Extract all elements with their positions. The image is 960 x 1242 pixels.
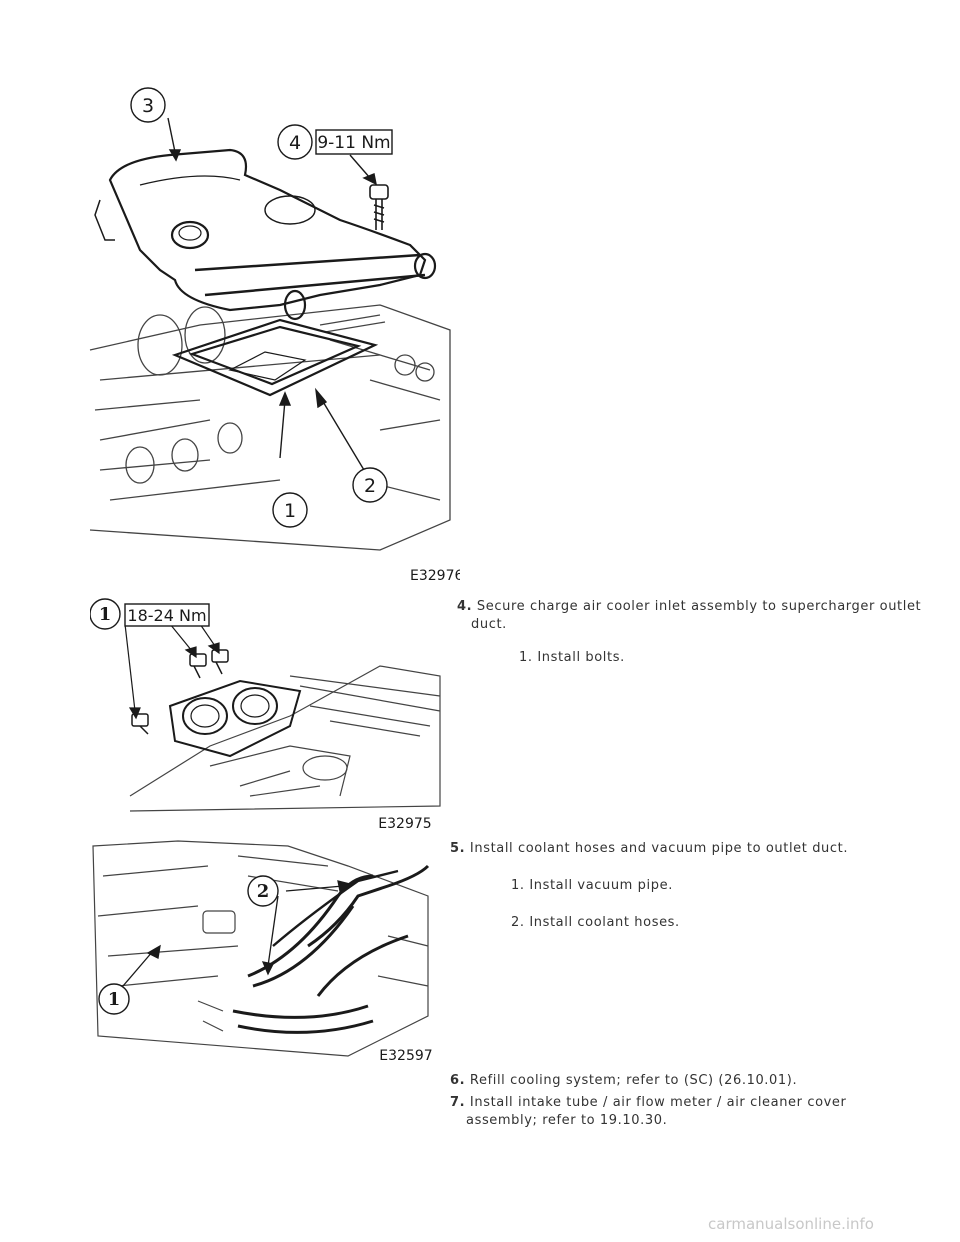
substep: 2. Install coolant hoses. <box>511 915 680 930</box>
step-6: 6. Refill cooling system; refer to (SC) … <box>450 1072 797 1090</box>
substep: 1. Install bolts. <box>519 650 625 665</box>
torque-box <box>315 129 393 155</box>
figure-code: E32975 <box>378 816 431 831</box>
callout-circle <box>98 983 130 1015</box>
step-text: Install coolant hoses and vacuum pipe to… <box>469 841 849 856</box>
step-text: Secure charge air cooler inlet assembly … <box>476 599 922 614</box>
step-text-continued: duct. <box>471 617 507 632</box>
outlet-duct-drawing <box>168 679 302 758</box>
figure-e32597: 1 2 E32597 <box>88 836 438 1066</box>
step-7: 7. Install intake tube / air flow meter … <box>450 1094 846 1130</box>
coolant-hoses-drawing <box>232 864 430 1034</box>
torque-box <box>124 603 210 627</box>
callout-circle <box>130 87 166 123</box>
callout-circle <box>272 492 308 528</box>
vacuum-pipe-drawing <box>272 869 399 947</box>
leader-arrows <box>124 623 220 720</box>
callout-1: 1 <box>284 500 296 522</box>
callout-circle <box>247 875 279 907</box>
watermark: carmanualsonline.info <box>708 1215 874 1233</box>
engine-background-drawing <box>129 665 441 812</box>
figure-e32976: 3 4 2 1 9-11 Nm E32976 <box>80 80 460 590</box>
step-number: 5. <box>450 841 466 856</box>
step-number: 4. <box>457 599 473 614</box>
callout-circle <box>352 467 388 503</box>
figure-code: E32597 <box>379 1048 432 1064</box>
gasket-drawing <box>171 318 379 397</box>
bolt-drawing <box>131 649 229 735</box>
step-text: Refill cooling system; refer to (SC) (26… <box>469 1073 798 1088</box>
callout-1: 1 <box>108 989 121 1010</box>
bolt-drawing <box>369 184 389 230</box>
callout-3: 3 <box>142 95 154 117</box>
step-4: 4. Secure charge air cooler inlet assemb… <box>457 598 921 634</box>
callout-2: 2 <box>364 475 376 497</box>
figure-code: E32976 <box>410 568 460 584</box>
callout-circle <box>90 598 121 630</box>
torque-label: 9-11 Nm <box>317 133 390 153</box>
callout-circle <box>277 124 313 160</box>
figure-e32975: 1 18-24 Nm E32975 <box>90 596 450 831</box>
leader-arrows <box>167 117 377 481</box>
callout-1: 1 <box>99 604 112 625</box>
step-text: Install intake tube / air flow meter / a… <box>469 1095 847 1110</box>
step-5: 5. Install coolant hoses and vacuum pipe… <box>450 840 848 858</box>
engine-background-drawing <box>89 304 451 551</box>
step-number: 6. <box>450 1073 466 1088</box>
substep: 1. Install vacuum pipe. <box>511 878 673 893</box>
charge-air-cooler-drawing <box>94 148 437 321</box>
engine-background-drawing <box>92 840 429 1057</box>
leader-arrows <box>122 880 352 987</box>
callout-4: 4 <box>289 132 301 154</box>
callout-2: 2 <box>257 881 270 902</box>
step-text-continued: assembly; refer to 19.10.30. <box>466 1113 668 1128</box>
step-number: 7. <box>450 1095 466 1110</box>
torque-label: 18-24 Nm <box>127 606 206 625</box>
